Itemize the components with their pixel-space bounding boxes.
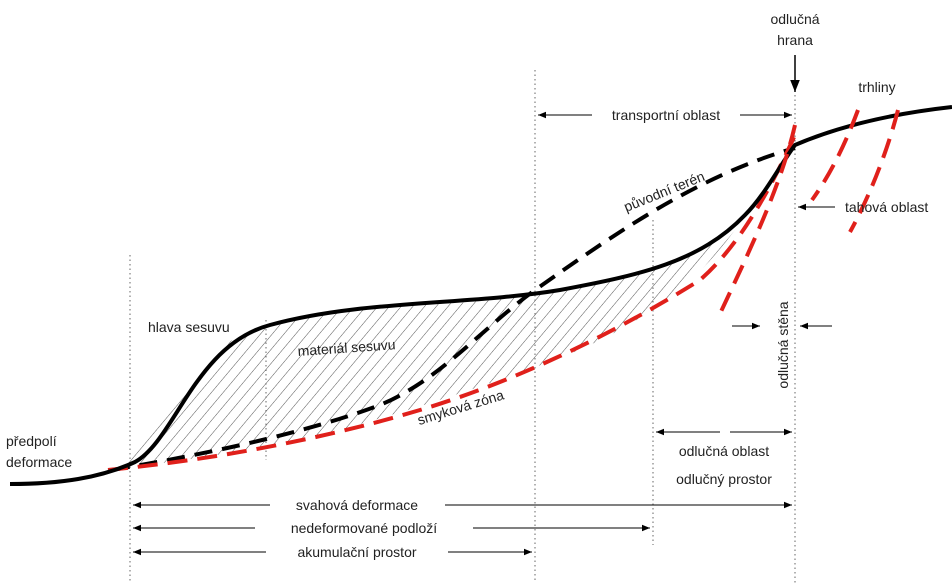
label-odlucna-oblast: odlučná oblast	[679, 443, 769, 459]
label-nedeformovane-podlozi: nedeformované podloží	[291, 520, 437, 536]
guide-lines	[129, 70, 796, 583]
label-trhliny: trhliny	[858, 79, 895, 95]
label-odlucna-hrana-2: hrana	[777, 32, 813, 48]
original-terrain-line	[111, 146, 796, 472]
annotation-arrows	[133, 55, 835, 556]
label-tahova-oblast: tahová oblast	[845, 199, 928, 215]
landslide-material-area	[112, 215, 745, 470]
tension-cracks	[716, 109, 900, 319]
label-odlucna-stena: odlučná stěna	[775, 301, 791, 388]
label-odlucna-hrana-1: odlučná	[770, 11, 819, 27]
crack-3	[848, 109, 900, 233]
label-hlava-sesuvu: hlava sesuvu	[148, 319, 230, 335]
label-predpoli-1: předpolí	[6, 433, 57, 449]
current-terrain-line	[9, 105, 952, 486]
label-predpoli-2: deformace	[6, 454, 72, 470]
label-odlucny-prostor: odlučný prostor	[676, 471, 772, 487]
shear-zone-line	[107, 134, 797, 472]
label-puvodni-teren: původní terén	[621, 168, 706, 215]
crack-2	[810, 109, 860, 202]
label-akumulacni-prostor: akumulační prostor	[297, 544, 416, 560]
label-transportni-oblast: transportní oblast	[612, 107, 720, 123]
crack-1	[716, 124, 797, 319]
label-svahova-deformace: svahová deformace	[296, 497, 418, 513]
label-material-sesuvu: materiál sesuvu	[297, 336, 396, 359]
